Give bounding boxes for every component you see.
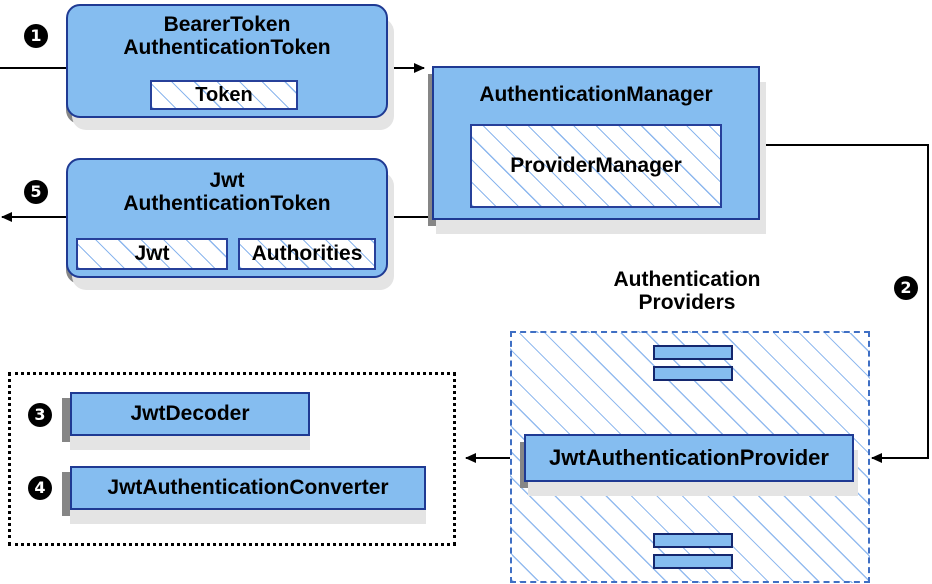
provider-placeholder-bar-bottom-2 <box>653 554 733 569</box>
provider-placeholder-bar-top-1 <box>653 345 733 360</box>
provider-placeholder-bar-top-2 <box>653 366 733 381</box>
step-badge-5: 5 <box>24 180 48 204</box>
bearer-token-field-token: Token <box>150 80 298 110</box>
bearer-token-title: BearerToken AuthenticationToken <box>123 13 331 59</box>
node-bearer-token-authentication-token[interactable]: BearerToken AuthenticationToken <box>66 4 388 118</box>
jwt-authentication-provider-title: JwtAuthenticationProvider <box>549 445 829 471</box>
provider-placeholder-bar-bottom-1 <box>653 533 733 548</box>
node-jwt-authentication-converter[interactable]: JwtAuthenticationConverter <box>70 466 426 510</box>
node-jwt-authentication-token[interactable]: Jwt AuthenticationToken <box>66 158 388 278</box>
authentication-manager-title: AuthenticationManager <box>479 83 713 106</box>
node-jwt-decoder[interactable]: JwtDecoder <box>70 392 310 436</box>
authentication-providers-caption: Authentication Providers <box>613 268 761 315</box>
step-badge-3: 3 <box>28 403 52 427</box>
group-jwt-support <box>8 372 456 546</box>
jwt-token-title: Jwt AuthenticationToken <box>123 169 331 215</box>
node-jwt-authentication-provider[interactable]: JwtAuthenticationProvider <box>524 434 854 482</box>
jwt-decoder-title: JwtDecoder <box>130 401 250 425</box>
jwt-token-field-jwt: Jwt <box>76 238 228 270</box>
step-badge-4: 4 <box>28 476 52 500</box>
authentication-manager-field-provider-manager: ProviderManager <box>470 124 722 208</box>
step-badge-2: 2 <box>894 276 918 300</box>
jwt-authentication-converter-title: JwtAuthenticationConverter <box>107 475 389 499</box>
step-badge-1: 1 <box>24 24 48 48</box>
jwt-token-field-authorities: Authorities <box>238 238 376 270</box>
